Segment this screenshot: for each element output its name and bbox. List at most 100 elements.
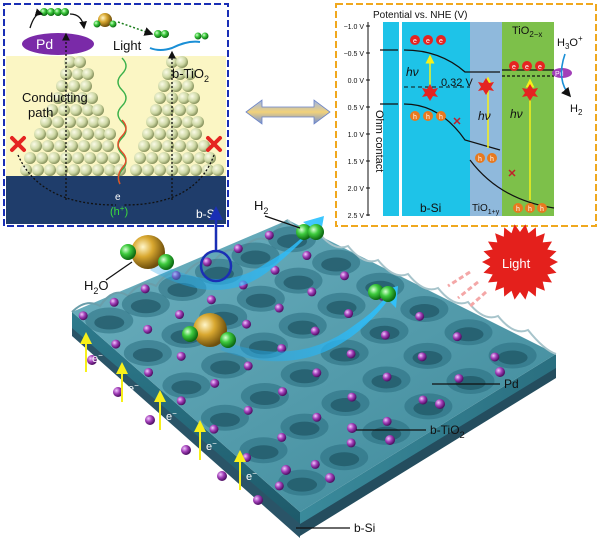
pd-sphere <box>310 459 320 469</box>
svg-text:e: e <box>538 64 542 71</box>
pd-sphere <box>253 495 263 505</box>
photon-burst-3 <box>522 84 538 101</box>
hv-label-1: hν <box>406 65 419 79</box>
hole-marker: h <box>525 203 535 213</box>
tick-label: 1.5 V <box>348 159 365 166</box>
electron-marker: e <box>423 35 433 45</box>
svg-text:h: h <box>439 114 443 121</box>
tio2x-label: TiO2−x <box>512 25 542 39</box>
electron-marker: e <box>410 35 420 45</box>
hv-label-2: hν <box>478 109 491 123</box>
pd-sphere <box>418 395 428 405</box>
hole-marker: h <box>423 111 433 121</box>
pd-sphere <box>325 473 335 483</box>
h2-label-main: H2 <box>254 198 268 216</box>
ohm-contact-band <box>383 22 399 216</box>
blocked-path-left <box>10 136 26 152</box>
conducting-column-left <box>20 56 126 176</box>
pd-sphere <box>339 271 349 281</box>
pd-sphere <box>143 324 153 334</box>
pd-sphere <box>277 432 287 442</box>
pd-bead-label: Pd <box>555 71 564 78</box>
h2o-label-main: H2O <box>84 278 109 296</box>
pd-sphere <box>209 424 219 434</box>
hv-label-3: hν <box>510 107 523 121</box>
electron-arrow-label: e− <box>128 381 139 395</box>
pd-label: Pd <box>36 36 53 52</box>
pd-sphere <box>176 396 186 406</box>
pd-sphere <box>495 367 505 377</box>
svg-text:e: e <box>439 38 443 45</box>
pd-sphere <box>78 311 88 321</box>
hole-label: (h+) <box>110 204 128 218</box>
pd-sphere <box>347 392 357 402</box>
tick-label: 0.5 V <box>348 105 365 112</box>
tio1-label: TiO1+y <box>472 203 500 216</box>
pd-sphere <box>417 352 427 362</box>
hole-marker: h <box>436 111 446 121</box>
pd-sphere <box>490 352 500 362</box>
tick-label: 1.0 V <box>348 132 365 139</box>
pd-sphere <box>242 453 252 463</box>
svg-text:h: h <box>490 156 494 163</box>
pd-sphere <box>312 368 322 378</box>
pd-sphere <box>435 399 445 409</box>
voltage-label: 0.32 V <box>441 77 473 89</box>
pd-sphere <box>346 349 356 359</box>
electron-arrows: e−e−e−e−e− <box>80 332 257 490</box>
light-label-main: Light <box>502 256 531 271</box>
tio2-label: b-TiO2 <box>172 66 209 84</box>
pd-sphere <box>243 405 253 415</box>
pd-sphere <box>344 309 354 319</box>
hole-marker: h <box>537 203 547 213</box>
pd-sphere <box>176 351 186 361</box>
tio1-band <box>470 22 502 216</box>
photon-burst-2 <box>478 78 494 95</box>
electron-marker: e <box>522 61 532 71</box>
conducting-path-label: Conducting path <box>22 90 91 120</box>
svg-text:h: h <box>478 156 482 163</box>
light-label: Light <box>113 38 142 53</box>
pd-sphere <box>302 251 312 261</box>
electron-label: e <box>115 192 121 203</box>
water-molecule-2 <box>182 313 236 348</box>
pd-sphere <box>87 355 97 365</box>
electron-marker: e <box>436 35 446 45</box>
electron-arrow-label: e− <box>92 351 103 365</box>
tick-label: −1.0 V <box>344 24 365 31</box>
hole-marker: h <box>475 153 485 163</box>
pd-sphere <box>346 438 356 448</box>
pd-sphere <box>274 303 284 313</box>
pd-sphere <box>243 361 253 371</box>
silicon-layer <box>6 176 226 224</box>
photon-burst-1 <box>422 84 438 101</box>
pd-sphere <box>277 343 287 353</box>
pd-sphere <box>210 378 220 388</box>
pd-sphere <box>206 295 216 305</box>
pd-sphere <box>380 330 390 340</box>
pd-sphere <box>145 415 155 425</box>
pd-sphere <box>202 257 212 267</box>
flow-arrow-1 <box>150 216 324 290</box>
pd-sphere <box>217 471 227 481</box>
tick-label: 2.5 V <box>348 213 365 220</box>
tick-label: 0.0 V <box>348 78 365 85</box>
svg-text:h: h <box>516 206 520 213</box>
light-wave <box>117 57 127 185</box>
svg-text:h: h <box>426 114 430 121</box>
bsi-band-label: b-Si <box>420 201 441 215</box>
double-arrow <box>245 99 331 125</box>
svg-text:h: h <box>413 114 417 121</box>
electron-arrow-label: e− <box>166 409 177 423</box>
axis-title: Potential vs. NHE (V) <box>373 10 467 21</box>
pd-sphere <box>281 465 291 475</box>
blocked-path-right <box>206 136 222 152</box>
recombination-mark-1 <box>453 117 461 125</box>
hole-marker: h <box>487 153 497 163</box>
right-panel: Potential vs. NHE (V) −1.0 V −0.5 V 0.0 V 0… <box>335 3 597 227</box>
pd-sphere <box>278 387 288 397</box>
tick-label: −0.5 V <box>344 51 365 58</box>
pd-sphere <box>382 372 392 382</box>
